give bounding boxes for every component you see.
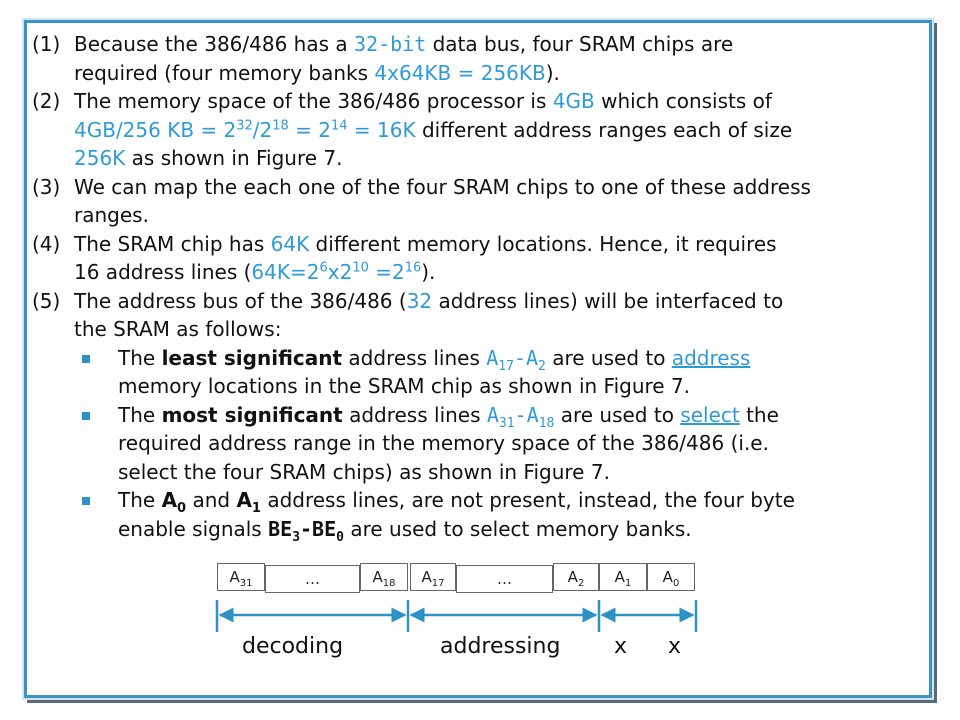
list-item-4: (4) The SRAM chip has 64K different memo… <box>32 230 912 287</box>
square-bullet-icon <box>82 411 90 420</box>
cell-sub: 0 <box>672 578 680 589</box>
item-3-line-1: We can map the each one of the four SRAM… <box>74 174 811 199</box>
item-number: (5) <box>32 288 61 313</box>
item-5-line-1: The address bus of the 386/486 (32 addre… <box>74 288 784 313</box>
cell-a2: A2 <box>553 563 599 591</box>
sub-1-line-1: The least significant address lines A17-… <box>118 345 751 374</box>
decoding-label: decoding <box>242 634 344 659</box>
item-number: (1) <box>32 32 61 56</box>
cell-label: A <box>567 568 578 586</box>
cell-sub: 2 <box>577 578 585 589</box>
cell-label: A <box>372 568 383 586</box>
item-number: (2) <box>32 89 61 113</box>
sub-3-line-2: enable signals BE3-BE0 are used to selec… <box>118 516 692 545</box>
cell-label: A <box>421 568 432 586</box>
item-2-line-2: 4GB/256 KB = 232/218 = 214 = 16K differe… <box>74 117 793 142</box>
item-number: (3) <box>32 174 61 199</box>
cell-label: A <box>229 568 240 586</box>
cell-label: … <box>497 570 512 588</box>
list-item-5: (5) The address bus of the 386/486 (32 a… <box>32 287 912 344</box>
cell-ellipsis-2: … <box>456 565 553 593</box>
cell-a1: A1 <box>599 563 647 591</box>
sub-1-line-2: memory locations in the SRAM chip as sho… <box>118 374 691 398</box>
list-item-2: (2) The memory space of the 386/486 proc… <box>32 87 912 173</box>
item-4-line-2: 16 address lines (64K=26x210 =216). <box>74 260 436 284</box>
list-item-3: (3) We can map the each one of the four … <box>32 173 912 230</box>
cell-label: A <box>662 568 673 586</box>
item-2-line-3: 256K as shown in Figure 7. <box>74 146 343 170</box>
square-bullet-icon <box>82 497 90 505</box>
cell-a0: A0 <box>647 563 695 591</box>
x-label-1: x <box>614 634 628 659</box>
cell-a17: A17 <box>410 563 456 591</box>
cell-sub: 1 <box>624 578 632 589</box>
sub-item-1: The least significant address lines A17-… <box>32 344 912 401</box>
sub-item-3: The A0 and A1 address lines, are not pre… <box>32 486 912 545</box>
cell-a31: A31 <box>217 563 265 591</box>
sub-2-line-2: required address range in the memory spa… <box>118 431 769 455</box>
item-5-line-2: the SRAM as follows: <box>74 317 282 341</box>
item-1-line-1: Because the 386/486 has a 32-bit data bu… <box>74 32 734 56</box>
cell-label: … <box>305 570 320 588</box>
sub-2-line-1: The most significant address lines A31-A… <box>118 402 779 431</box>
item-3-line-2: ranges. <box>74 203 149 227</box>
cell-a18: A18 <box>360 563 408 591</box>
cell-sub: 18 <box>382 578 396 589</box>
cell-sub: 31 <box>239 578 253 589</box>
square-bullet-icon <box>82 354 90 363</box>
sub-item-2: The most significant address lines A31-A… <box>32 401 912 487</box>
x-label-2: x <box>668 634 682 659</box>
cell-label: A <box>614 568 625 586</box>
cell-ellipsis-1: … <box>265 565 360 593</box>
addressing-label: addressing <box>440 634 561 659</box>
sub-3-line-1: The A0 and A1 address lines, are not pre… <box>118 488 795 516</box>
item-number: (4) <box>32 231 61 256</box>
slide-content: (1) Because the 386/486 has a 32-bit dat… <box>32 30 912 545</box>
item-4-line-1: The SRAM chip has 64K different memory l… <box>74 231 777 256</box>
cell-sub: 17 <box>431 578 445 589</box>
list-item-1: (1) Because the 386/486 has a 32-bit dat… <box>32 30 912 87</box>
item-1-line-2: required (four memory banks 4x64KB = 256… <box>74 60 560 85</box>
item-2-line-1: The memory space of the 386/486 processo… <box>74 89 772 113</box>
sub-2-line-3: select the four SRAM chips) as shown in … <box>118 459 610 484</box>
